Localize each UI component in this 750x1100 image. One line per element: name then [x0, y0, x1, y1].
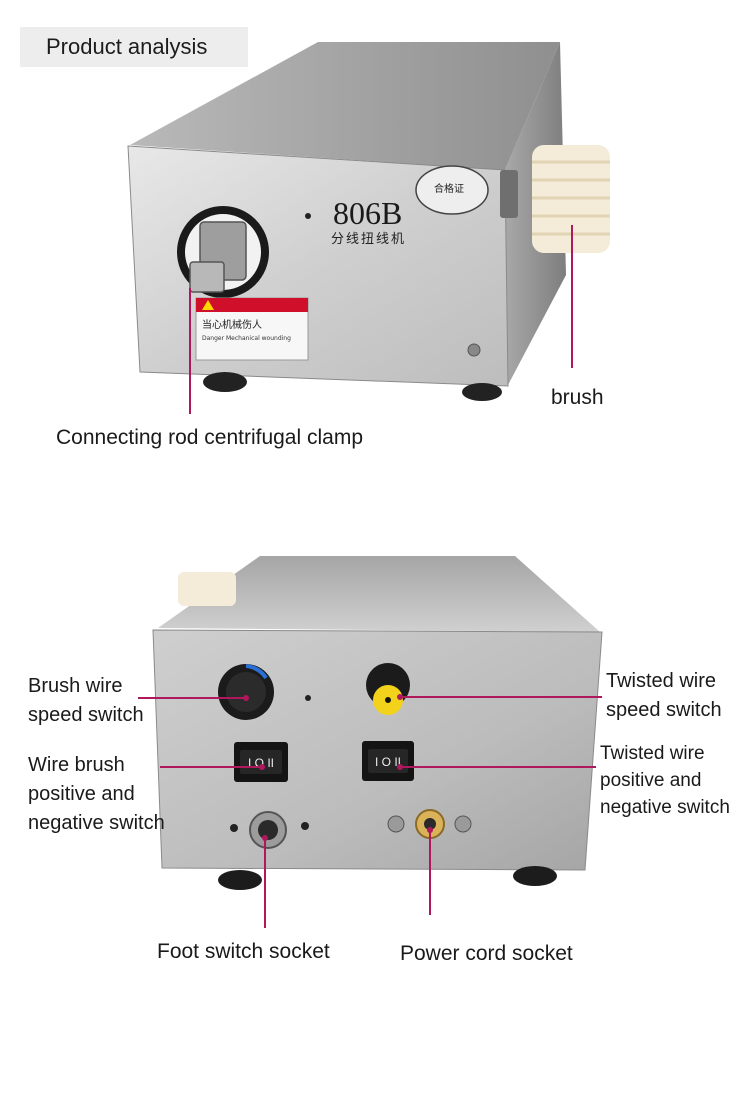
label-wire-brush-direction: Wire brush positive and negative switch — [28, 754, 165, 834]
foot-switch-socket[interactable] — [230, 811, 309, 849]
label-power-cord-socket: Power cord socket — [400, 942, 573, 965]
certificate-text: 合格证 — [434, 184, 464, 195]
back-device: I O II I O II — [152, 556, 603, 890]
warning-text-en: Danger Mechanical wounding — [202, 335, 291, 342]
label-twisted-direction: Twisted wire positive and negative switc… — [600, 743, 730, 818]
svg-text:I O II: I O II — [375, 755, 401, 769]
warning-text-cn: 当心机械伤人 — [202, 320, 262, 331]
wire-brush-direction-switch[interactable]: I O II — [234, 742, 288, 782]
power-cord-socket[interactable] — [387, 809, 472, 839]
front-device — [127, 42, 610, 401]
brush — [500, 145, 610, 253]
brush-speed-knob[interactable] — [218, 664, 274, 720]
brush-back — [178, 572, 236, 606]
label-twisted-speed: Twisted wire speed switch — [606, 670, 722, 721]
model-number: 806B — [333, 195, 403, 231]
model-subtitle: 分线扭线机 — [331, 232, 407, 247]
label-brush-speed: Brush wire speed switch — [28, 675, 144, 726]
label-foot-switch-socket: Foot switch socket — [157, 940, 330, 963]
label-brush: brush — [551, 386, 604, 409]
certificate-sticker — [415, 165, 489, 215]
leader-lines — [138, 225, 602, 928]
label-clamp: Connecting rod centrifugal clamp — [56, 426, 364, 449]
twisted-direction-switch[interactable]: I O II — [362, 741, 414, 781]
section-title: Product analysis — [20, 27, 248, 67]
